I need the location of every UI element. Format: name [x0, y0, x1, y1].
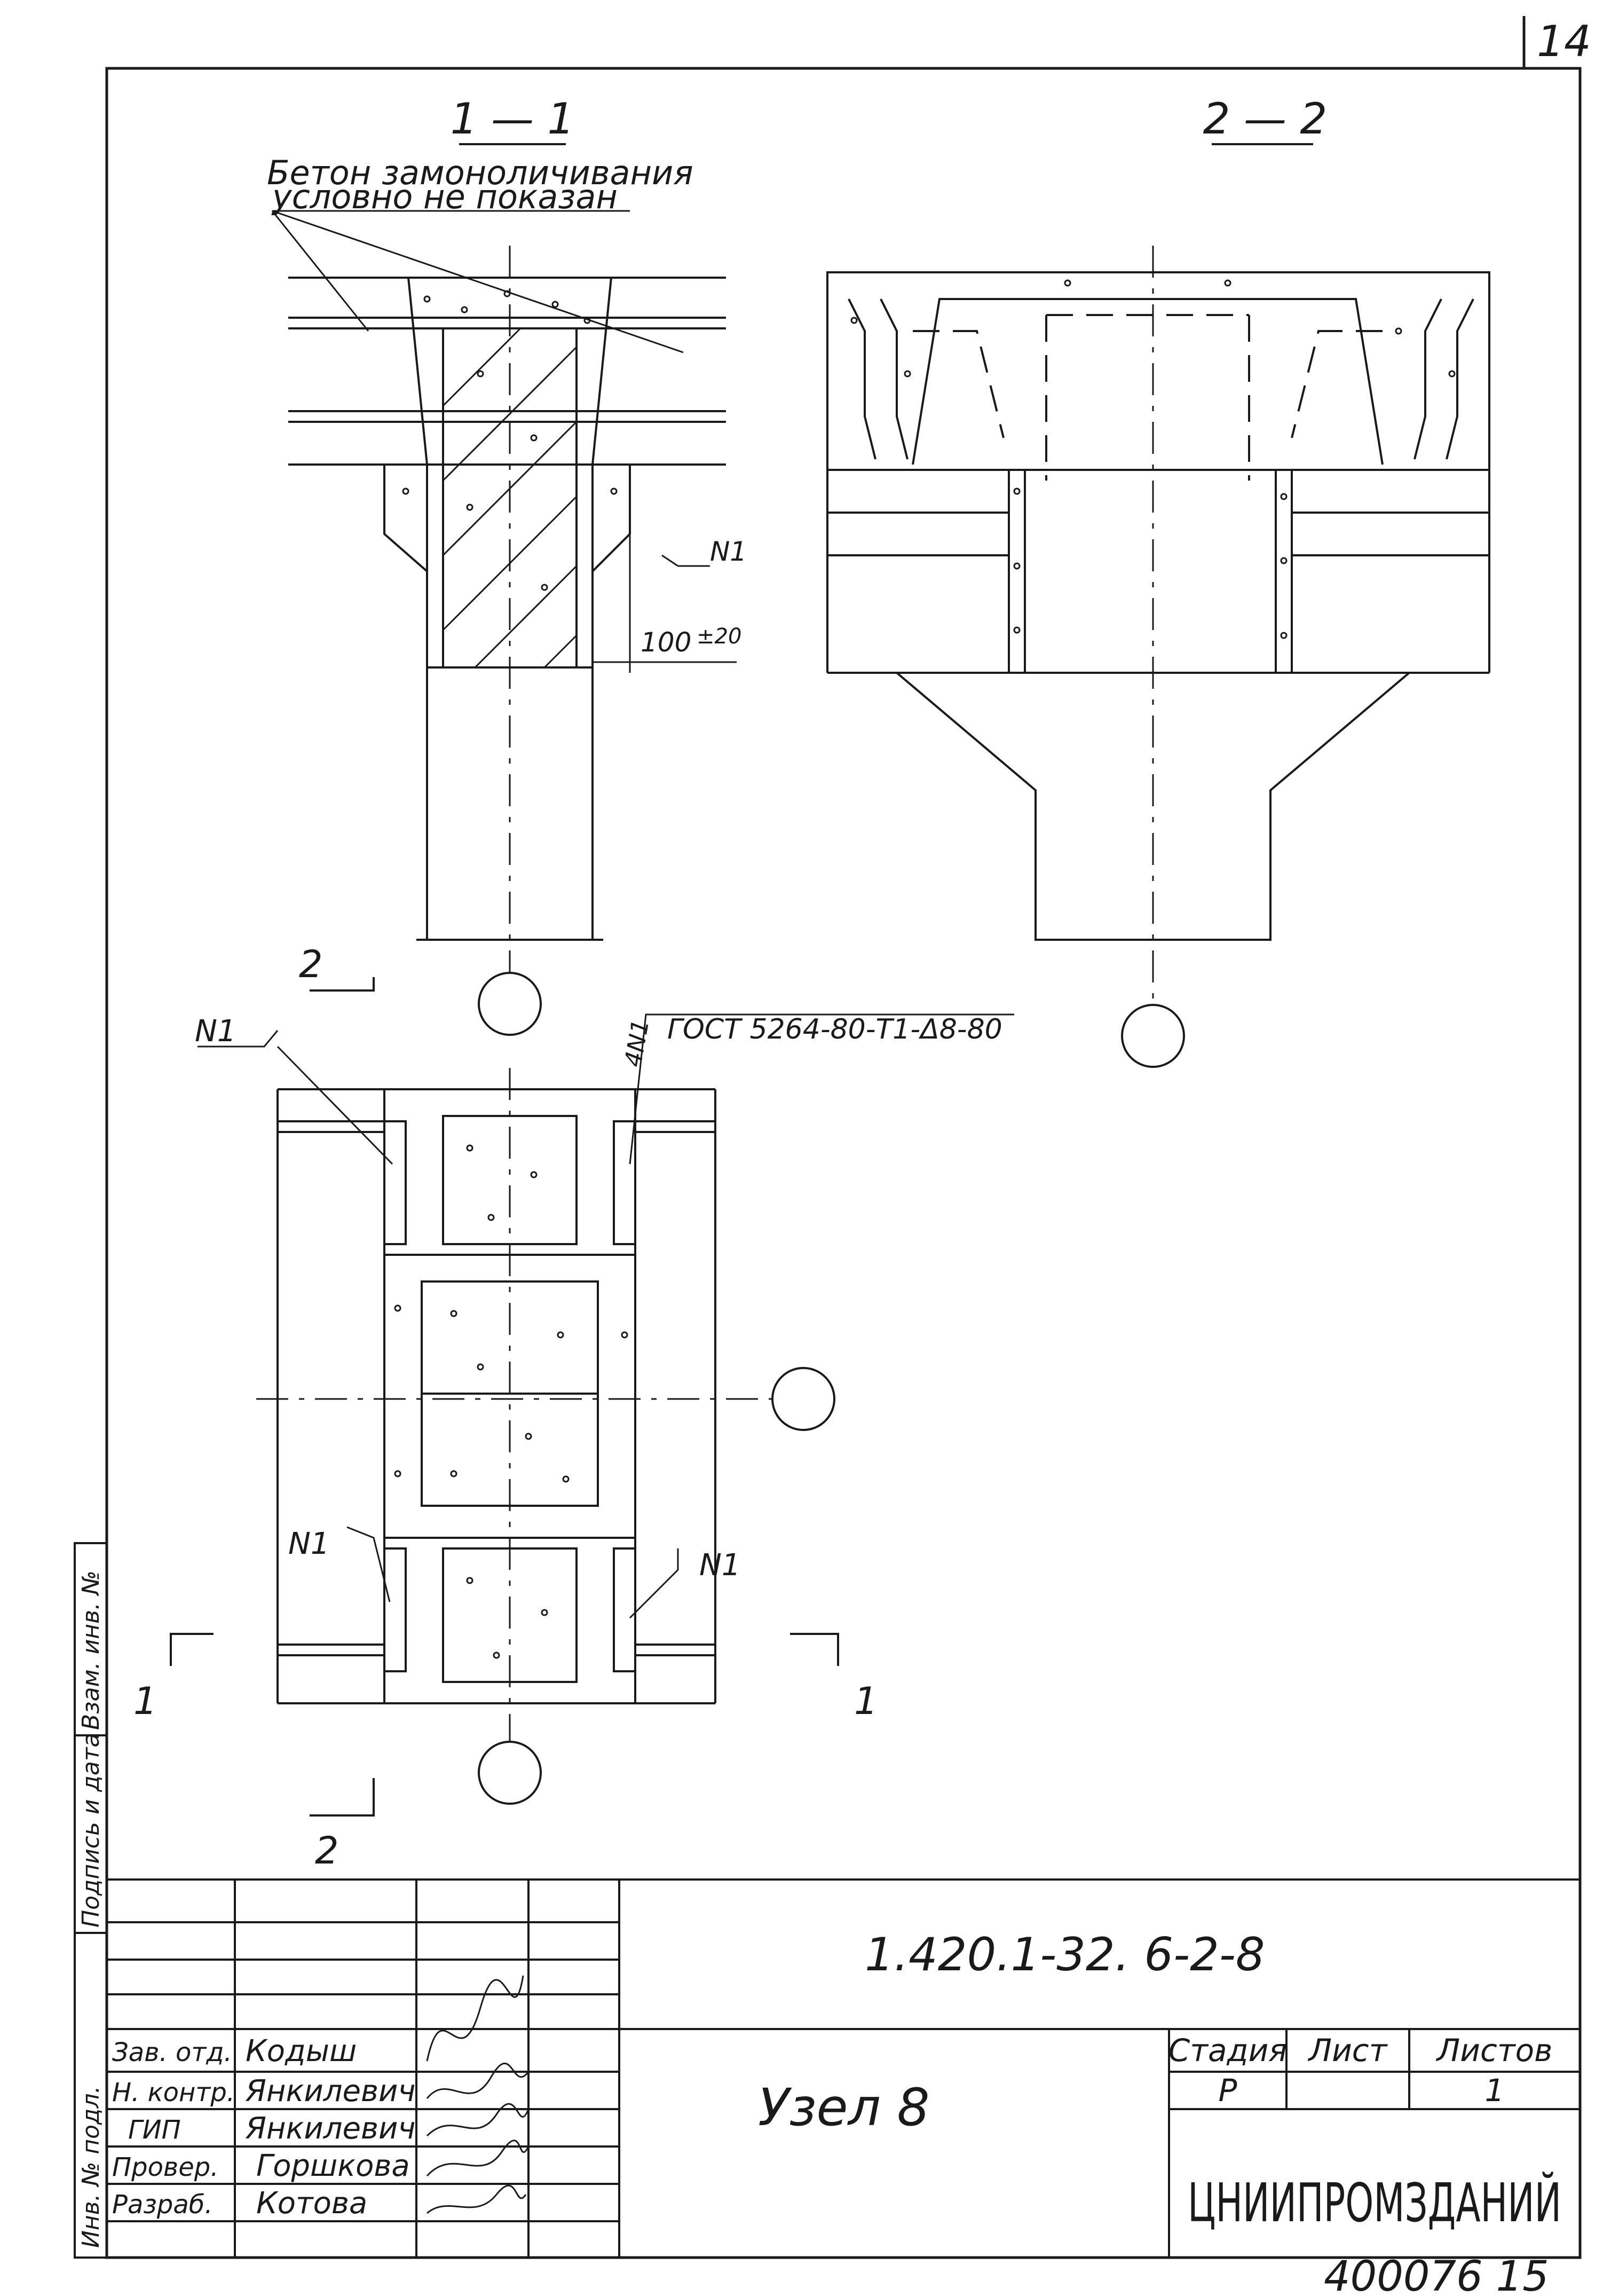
- org-name: ЦНИИПРОМЗДАНИЙ: [1188, 2172, 1561, 2234]
- section-2-2: [827, 246, 1489, 1004]
- node-title: Узел 8: [758, 2078, 930, 2137]
- mark-n1-bottom-left: N1: [288, 1527, 330, 1561]
- mark-n1-bottom-right: N1: [699, 1548, 741, 1583]
- mark-weld-spec: ГОСТ 5264-80-Т1-Δ8-80: [667, 1013, 1002, 1045]
- axis-bubble-2: [1122, 1005, 1184, 1067]
- row-name-3: Горшкова: [256, 2149, 410, 2183]
- archive-number: 400076 15: [1324, 2253, 1549, 2296]
- mark-n1-top-left: N1: [195, 1014, 236, 1049]
- row-name-4: Котова: [256, 2186, 367, 2221]
- value-sheets: 1: [1485, 2072, 1505, 2109]
- section-cut-1-right: 1: [854, 1679, 878, 1723]
- dimension-tolerance: ±20: [697, 624, 741, 649]
- header-sheet: Лист: [1308, 2032, 1388, 2069]
- section-cut-2-top: 2: [299, 942, 323, 986]
- signature-rows: Зав. отд. Кодыш Н. контр. Янкилевич ГИП …: [112, 2034, 415, 2221]
- row-name-0: Кодыш: [246, 2034, 357, 2069]
- row-role-2: ГИП: [128, 2115, 181, 2145]
- section-2-2-label: 2 — 2: [1203, 94, 1328, 144]
- dimension-value: 100: [641, 627, 691, 658]
- signature-scribbles: [427, 1976, 528, 2213]
- sheet-frame: [107, 16, 1580, 2258]
- note-line-2: условно не показан: [271, 177, 618, 216]
- plan-view: [171, 977, 1014, 1815]
- section-1-1: [272, 211, 737, 972]
- title-block: [107, 1880, 1580, 2258]
- row-name-2: Янкилевич: [245, 2111, 415, 2146]
- mark-n1-section-1: N1: [710, 536, 747, 567]
- side-stamp-inv-orig: Инв. № подл.: [77, 2086, 105, 2248]
- axis-bubble-1: [479, 973, 541, 1035]
- row-role-4: Разраб.: [112, 2190, 213, 2220]
- section-cut-2-bottom: 2: [315, 1829, 339, 1873]
- doc-code: 1.420.1-32. 6-2-8: [865, 1928, 1265, 1982]
- row-name-1: Янкилевич: [245, 2074, 415, 2109]
- sheet-number: 14: [1537, 17, 1591, 66]
- side-stamp-replace-inv: Взам. инв. №: [77, 1570, 105, 1730]
- note-line-1: Бетон замоноличивания: [267, 153, 693, 192]
- side-stamp-sign-date: Подпись и дата: [77, 1733, 105, 1928]
- section-cut-1-left: 1: [133, 1679, 157, 1723]
- header-stage: Стадия: [1168, 2032, 1288, 2069]
- axis-bubble-3: [772, 1368, 834, 1430]
- section-1-1-label: 1 — 1: [451, 94, 575, 144]
- row-role-0: Зав. отд.: [112, 2038, 232, 2067]
- side-stamp: [75, 1543, 107, 2258]
- axis-bubble-4: [479, 1742, 541, 1804]
- row-role-3: Провер.: [112, 2152, 218, 2182]
- header-sheets: Листов: [1436, 2032, 1553, 2069]
- mark-4n1: 4N1: [620, 1017, 655, 1068]
- value-stage: Р: [1219, 2072, 1237, 2109]
- row-role-1: Н. контр.: [112, 2078, 235, 2108]
